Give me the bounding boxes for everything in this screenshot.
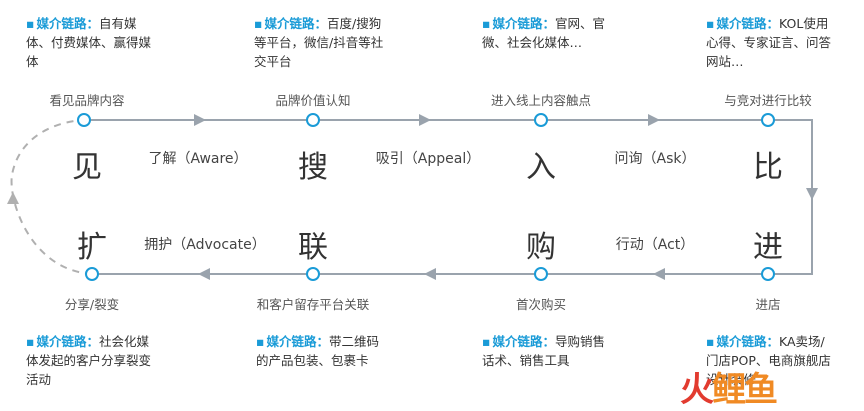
media-note: ▪媒介链路：带二维码的产品包装、包裹卡 (256, 334, 380, 368)
stage-char: 进 (753, 230, 783, 265)
stage-node (761, 113, 775, 127)
transition-label: 了解（Aware） (148, 151, 248, 167)
media-note: ▪媒介链路：导购销售话术、销售工具 (482, 334, 606, 368)
stage-char: 见 (72, 150, 102, 185)
media-note: ▪媒介链路：社会化媒体发起的客户分享裂变活动 (26, 334, 152, 387)
arrow-down (806, 188, 818, 200)
media-note: ▪媒介链路：自有媒体、付费媒体、赢得媒体 (26, 16, 152, 69)
stage-node (77, 113, 91, 127)
stage-char: 入 (526, 150, 556, 185)
stage-label: 进店 (755, 297, 781, 312)
media-note: ▪媒介链路：KOL使用心得、专家证言、问答网站… (706, 16, 832, 69)
transition-label: 拥护（Advocate） (144, 237, 266, 253)
stage-node (761, 267, 775, 281)
media-note: ▪媒介链路：百度/搜狗等平台，微信/抖音等社交平台 (254, 16, 384, 69)
media-note: ▪媒介链路：KA卖场/门店POP、电商旗舰店设计装修 (706, 334, 831, 387)
stage-label: 与竞对进行比较 (724, 93, 812, 108)
stage-label: 和客户留存平台关联 (256, 297, 370, 312)
stage-node (534, 267, 548, 281)
media-note: ▪媒介链路：官网、官微、社会化媒体… (482, 16, 606, 50)
stage-char: 扩 (77, 230, 107, 265)
stage-char: 购 (526, 230, 556, 265)
stage-node (85, 267, 99, 281)
arrow-right (419, 114, 431, 126)
transition-label: 问询（Ask） (614, 151, 696, 167)
transition-label: 行动（Act） (615, 237, 695, 253)
transition-label: 吸引（Appeal） (375, 151, 481, 167)
arrow-left (198, 268, 210, 280)
arrow-right (194, 114, 206, 126)
arrow-right (648, 114, 660, 126)
stage-char: 联 (298, 230, 328, 265)
stage-char: 搜 (298, 150, 328, 185)
arrow-left (653, 268, 665, 280)
stage-node (534, 113, 548, 127)
stage-label: 首次购买 (515, 297, 567, 312)
stage-label: 品牌价值认知 (275, 93, 351, 108)
arrow-left (424, 268, 436, 280)
arrow-up (7, 192, 19, 204)
stage-label: 看见品牌内容 (49, 93, 125, 108)
stage-label: 进入线上内容触点 (490, 93, 592, 108)
stage-node (306, 113, 320, 127)
stage-node (306, 267, 320, 281)
watermark-logo: 火鲤鱼 (680, 370, 778, 410)
stage-char: 比 (753, 150, 783, 185)
stage-label: 分享/裂变 (64, 297, 120, 312)
